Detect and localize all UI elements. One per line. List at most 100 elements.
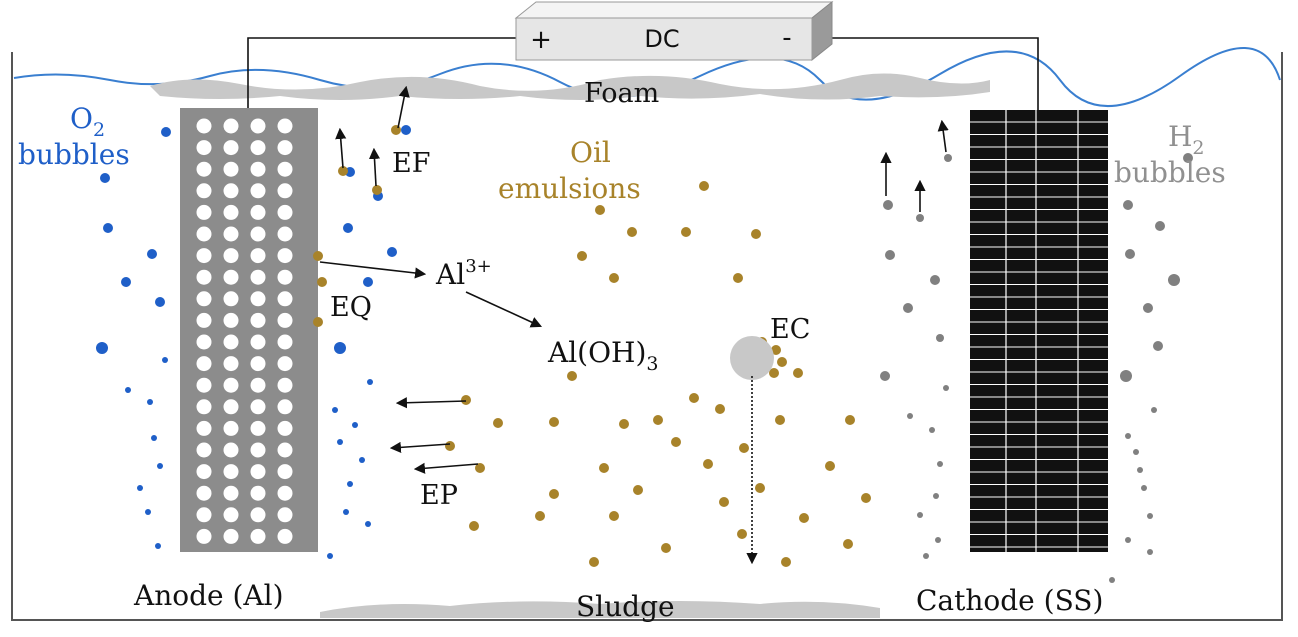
h2-bubble — [935, 537, 941, 543]
oil-droplet — [338, 166, 348, 176]
anode-hole — [250, 204, 266, 220]
o2-bubble — [161, 127, 171, 137]
o2-bubble — [100, 173, 110, 183]
anode-hole — [250, 140, 266, 156]
h2-bubble — [1133, 449, 1139, 455]
oil-droplets — [313, 125, 871, 567]
h2-bubble — [916, 214, 924, 222]
anode-hole — [250, 377, 266, 393]
process-arrow — [465, 291, 543, 328]
h2-bubble — [1147, 549, 1153, 555]
h2-bubble — [885, 250, 895, 260]
h2-bubble — [907, 413, 913, 419]
o2-bubble — [155, 543, 161, 549]
o2-bubble — [125, 387, 131, 393]
anode-hole — [196, 161, 212, 177]
oil-droplet — [589, 557, 599, 567]
oil-droplet — [609, 511, 619, 521]
h2-bubbles-label: bubbles — [1114, 156, 1226, 189]
anode-hole — [250, 464, 266, 480]
o2-bubble — [343, 223, 353, 233]
oil-droplet — [313, 317, 323, 327]
al-ion-charge: 3+ — [465, 256, 492, 277]
o2-bubble — [147, 249, 157, 259]
anode-hole — [196, 528, 212, 544]
anode-hole — [250, 507, 266, 523]
o2-bubble — [387, 247, 397, 257]
h2-label: H2 — [1168, 120, 1205, 159]
anode-hole — [250, 312, 266, 328]
anode-hole — [223, 183, 239, 199]
dc-label: DC — [644, 25, 679, 53]
anode-hole — [250, 356, 266, 372]
o2-bubble — [121, 277, 131, 287]
oil-droplet — [461, 395, 471, 405]
anode-hole — [196, 507, 212, 523]
oil-label-line1: Oil — [570, 136, 611, 169]
anode-wire — [247, 37, 516, 108]
anode-hole — [196, 356, 212, 372]
anode-hole — [223, 334, 239, 350]
ec-label: EC — [770, 314, 810, 345]
oil-droplet — [599, 463, 609, 473]
oil-droplet — [689, 393, 699, 403]
process-arrow — [335, 127, 347, 169]
oil-droplet — [549, 489, 559, 499]
oil-droplet — [627, 227, 637, 237]
o2-bubbles — [96, 125, 411, 559]
oil-droplet — [825, 461, 835, 471]
oil-droplet — [577, 251, 587, 261]
o2-bubble — [147, 399, 153, 405]
sludge-layer — [320, 601, 880, 618]
h2-bubble — [1109, 577, 1115, 583]
ef-label: EF — [392, 148, 430, 179]
oil-droplet — [535, 511, 545, 521]
anode-hole — [196, 377, 212, 393]
h2-bubble — [1125, 537, 1131, 543]
anode-hole — [277, 248, 293, 264]
o2-bubble — [359, 457, 365, 463]
oil-droplet — [733, 273, 743, 283]
h2-bubbles — [880, 153, 1193, 583]
oil-droplet — [775, 415, 785, 425]
oil-droplet — [715, 404, 725, 414]
anode-hole — [223, 420, 239, 436]
anode-hole — [277, 420, 293, 436]
anode-hole — [277, 464, 293, 480]
anode-hole — [277, 377, 293, 393]
process-arrow — [397, 85, 410, 129]
anode-hole — [277, 269, 293, 285]
anode-hole — [277, 226, 293, 242]
anode-hole — [223, 269, 239, 285]
oil-droplet — [469, 521, 479, 531]
o2-bubble — [137, 485, 143, 491]
anode-hole — [196, 248, 212, 264]
h2-bubble — [880, 371, 890, 381]
anode-hole — [277, 507, 293, 523]
anode-label: Anode (Al) — [133, 579, 284, 612]
o2-bubble — [96, 342, 108, 354]
oil-droplet — [739, 443, 749, 453]
o2-bubble — [155, 297, 165, 307]
dc-negative-label: - — [782, 23, 791, 53]
h2-bubble — [929, 427, 935, 433]
anode-hole — [196, 399, 212, 415]
h2-bubble — [1151, 407, 1157, 413]
anode-hole — [277, 161, 293, 177]
o2-bubble — [151, 435, 157, 441]
oil-droplet — [317, 277, 327, 287]
anode-hole — [196, 269, 212, 285]
anode-hole — [196, 291, 212, 307]
anode-hole — [196, 204, 212, 220]
h2-bubble — [1168, 274, 1180, 286]
anode-hole — [196, 485, 212, 501]
anode-hole — [223, 161, 239, 177]
anode-hole — [250, 161, 266, 177]
anode-hole — [223, 312, 239, 328]
al-ion-label: Al3+ — [435, 256, 492, 291]
anode-hole — [223, 226, 239, 242]
h2-bubble — [1143, 303, 1153, 313]
oil-droplet — [595, 205, 605, 215]
anode-hole — [250, 399, 266, 415]
h2-bubble — [943, 385, 949, 391]
